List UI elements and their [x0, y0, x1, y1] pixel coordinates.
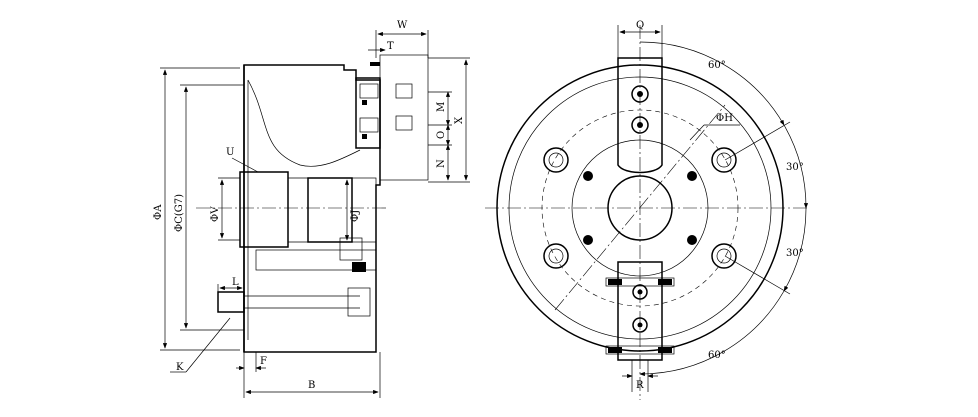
n-label: N: [436, 159, 447, 168]
angle-bottom-label: 60°: [708, 350, 726, 361]
x-label: X: [454, 116, 465, 124]
phi-v-label: ΦV: [210, 206, 221, 222]
angle-right-upper-label: 30°: [786, 162, 804, 173]
phi-h-label: ΦH: [716, 113, 733, 124]
m-label: M: [436, 102, 447, 112]
angle-top-label: 60°: [708, 60, 726, 71]
t-label: T: [387, 41, 394, 52]
angle-right-lower-label: 30°: [786, 248, 804, 259]
u-label: U: [226, 147, 234, 158]
r-label: R: [636, 380, 644, 391]
w-label: W: [397, 20, 408, 31]
f-label: F: [260, 356, 267, 367]
phi-c-label: ΦC(G7): [174, 194, 185, 232]
k-label: K: [176, 362, 184, 373]
l-label: L: [232, 277, 239, 288]
o-label: O: [436, 131, 447, 139]
side-view: ΦA ΦC(G7) ΦV ΦJ U W T M: [153, 20, 470, 398]
q-label: Q: [636, 20, 644, 31]
b-label: B: [308, 380, 315, 391]
phi-a-label: ΦA: [153, 204, 164, 220]
phi-j-label: ΦJ: [350, 210, 361, 222]
front-view: Q R ΦH 60° 30° 30° 60°: [485, 20, 810, 400]
